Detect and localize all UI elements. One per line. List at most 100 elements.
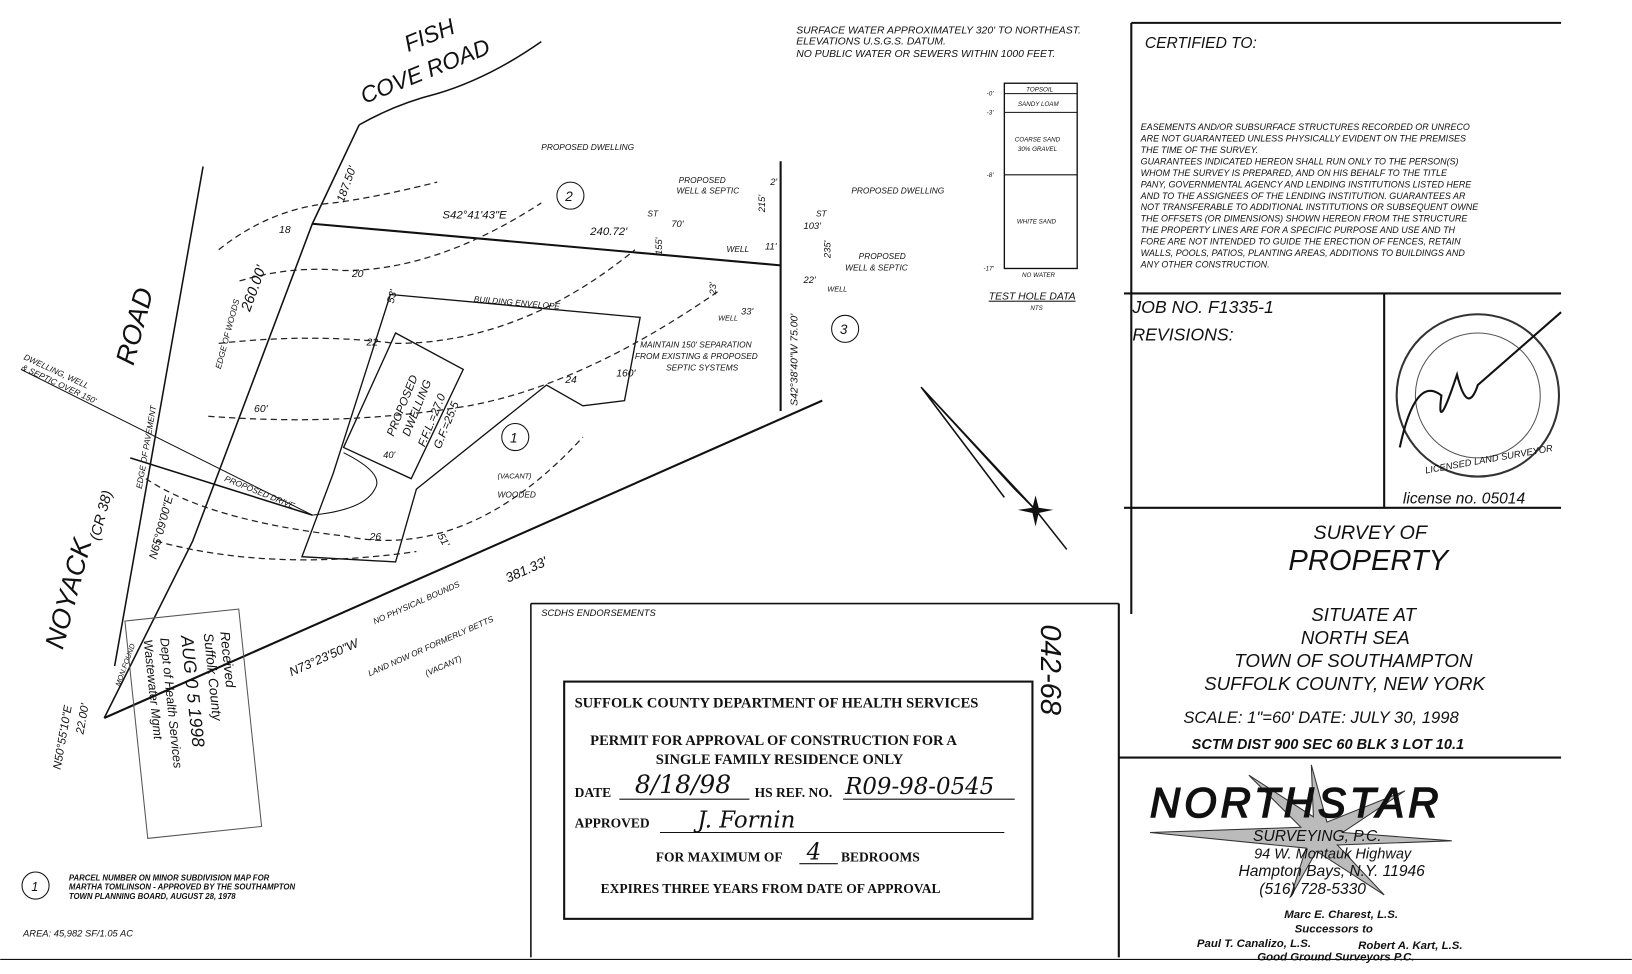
distance-label: 187.50' (335, 164, 359, 204)
plan-label: PROPOSED (679, 175, 726, 185)
company-phone: (516) 728-5330 (1259, 881, 1366, 898)
stamp-text: FOR MAXIMUM OF (656, 850, 783, 865)
test-hole-title: TEST HOLE DATA (989, 292, 1076, 303)
soil-layer: WHITE SAND (1017, 219, 1057, 226)
legend-text: PARCEL NUMBER ON MINOR SUBDIVISION MAP F… (69, 873, 270, 882)
bearing-label: S42°38'40"W 75.00' (789, 313, 800, 406)
plan-label: FROM EXISTING & PROPOSED (635, 351, 758, 361)
distance-label: 381.33' (503, 554, 550, 586)
dimension-label: 22' (803, 275, 817, 285)
bearing-label: S42°41'43"E (442, 210, 507, 222)
road-label-noyack: NOYACK (39, 533, 98, 652)
dimension-label: 215' (757, 194, 767, 214)
plan-label: ST (816, 208, 828, 218)
approval-signature: J. Fornin (693, 807, 795, 833)
certified-to-label: CERTIFIED TO: (1145, 35, 1257, 52)
disclaimer-line: GUARANTEES INDICATED HEREON SHALL RUN ON… (1141, 156, 1459, 166)
dimension-label: 235' (823, 239, 833, 259)
soil-layer: COARSE SAND (1015, 137, 1061, 144)
stamp-text: PERMIT FOR APPROVAL OF CONSTRUCTION FOR … (590, 733, 957, 749)
dimension-label: 60' (254, 404, 269, 415)
received-stamp: Received Suffolk County AUG 0 5 1998 Dep… (124, 608, 263, 839)
stamp-text: SUFFOLK COUNTY DEPARTMENT OF HEALTH SERV… (575, 696, 979, 712)
dimension-label: 160' (616, 369, 636, 380)
plan-label: BUILDING ENVELOPE (473, 294, 560, 312)
distance-label: 260.00' (238, 263, 270, 315)
stamp-text: Received (217, 631, 238, 689)
contour-labels: 18 20 22 24 26 (279, 225, 577, 543)
scdhs-header: SCDHS ENDORSEMENTS (541, 608, 656, 618)
revisions-label: REVISIONS: (1132, 324, 1233, 344)
surveyor-seal: LICENSED LAND SURVEYOR (1395, 311, 1562, 478)
note-line: ELEVATIONS U.S.G.S. DATUM. (796, 37, 946, 48)
contour-lines (145, 181, 719, 561)
plan-label: (VACANT) (498, 472, 532, 481)
depth-label: -8' (987, 172, 995, 179)
dimension-label: 103' (804, 221, 823, 231)
max-bedrooms: 4 (806, 840, 822, 866)
note-line: NO PUBLIC WATER OR SEWERS WITHIN 1000 FE… (796, 49, 1055, 60)
plan-label: PROPOSED DWELLING (851, 186, 944, 196)
company-address: Hampton Bays, N.Y. 11946 (1238, 863, 1425, 880)
dimension-label: 53' (386, 288, 400, 305)
lot-marker-2: 2 (556, 181, 585, 210)
company-name: NORTHSTAR (1150, 779, 1443, 826)
predecessor-name: Good Ground Surveyors P.C. (1257, 951, 1414, 963)
stamp-text: EXPIRES THREE YEARS FROM DATE OF APPROVA… (601, 881, 941, 896)
plan-label: EDGE OF PAVEMENT (134, 404, 159, 490)
disclaimer-line: ANY OTHER CONSTRUCTION. (1140, 259, 1270, 269)
survey-of: SURVEY OF (1313, 522, 1427, 544)
depth-label: -0' (987, 91, 995, 98)
property-title: PROPERTY (1288, 545, 1450, 577)
test-hole-data: TOPSOIL SANDY LOAM COARSE SAND 30% GRAVE… (984, 82, 1078, 312)
contour-label: 22 (365, 337, 378, 348)
road-label-cr38: (CR 38) (87, 489, 116, 542)
road-label-road: ROAD (110, 285, 159, 368)
distance-label: 240.72' (589, 226, 628, 238)
dimension-label: 23' (708, 281, 718, 295)
lot-number: 2 (564, 189, 573, 204)
plan-label: WELL & SEPTIC (845, 263, 909, 273)
plan-label: PROPOSED (859, 251, 906, 261)
soil-layer: NO WATER (1022, 272, 1056, 279)
disclaimer-line: FORE ARE NOT INTENDED TO GUIDE THE ERECT… (1141, 237, 1462, 247)
northstar-logo: NORTHSTAR (1149, 764, 1452, 898)
contour-label: 24 (564, 375, 577, 386)
road-lines (20, 40, 542, 719)
handwritten-number: 042-68 (1034, 624, 1066, 715)
dimension-label: 70' (671, 219, 684, 229)
test-hole-scale: NTS (1030, 305, 1043, 312)
plan-label: ST (647, 208, 659, 218)
surveyor-name: Marc E. Charest, L.S. (1284, 909, 1398, 921)
top-notes: SURFACE WATER APPROXIMATELY 320' TO NORT… (796, 25, 1081, 60)
job-number: JOB NO. F1335-1 (1131, 297, 1274, 317)
plan-label: WOODED (498, 489, 536, 499)
stamp-text: APPROVED (575, 815, 650, 830)
property-lines (103, 161, 823, 719)
disclaimer-line: EASEMENTS AND/OR SUBSURFACE STRUCTURES R… (1141, 122, 1470, 132)
plan-label: SEPTIC SYSTEMS (666, 362, 739, 372)
legend-text: TOWN PLANNING BOARD, AUGUST 28, 1978 (69, 892, 236, 901)
license-number: license no. 05014 (1403, 491, 1526, 508)
distance-label: 22.00' (74, 702, 91, 736)
company-address: 94 W. Montauk Highway (1254, 846, 1412, 862)
dimension-label: 11' (765, 242, 778, 252)
plan-label: WELL (718, 314, 738, 323)
situate-line: TOWN OF SOUTHAMPTON (1234, 650, 1473, 671)
plan-label: MAINTAIN 150' SEPARATION (640, 340, 752, 350)
stamp-text: SINGLE FAMILY RESIDENCE ONLY (656, 752, 904, 768)
bearing-label: N73°23'50"W (287, 636, 362, 679)
soil-layer: TOPSOIL (1026, 87, 1053, 94)
dimension-label: 2' (769, 177, 778, 187)
disclaimer-line: THE TIME OF THE SURVEY. (1141, 145, 1259, 155)
disclaimer-line: PANY, GOVERNMENTAL AGENCY AND LENDING IN… (1141, 179, 1473, 189)
area-label: AREA: 45,982 SF/1.05 AC (22, 929, 133, 939)
stamp-text: BEDROOMS (841, 850, 920, 865)
lot-number: 3 (840, 322, 848, 337)
disclaimer-line: NOT TRANSFERABLE TO ADDITIONAL INSTITUTI… (1141, 202, 1480, 212)
bearing-label: N50°55'10"E (52, 704, 75, 770)
legend-symbol: 1 (31, 880, 38, 894)
title-block: CERTIFIED TO: EASEMENTS AND/OR SUBSURFAC… (1131, 35, 1562, 963)
dimension-label: 51' (435, 532, 452, 550)
contour-label: 20 (351, 269, 364, 280)
